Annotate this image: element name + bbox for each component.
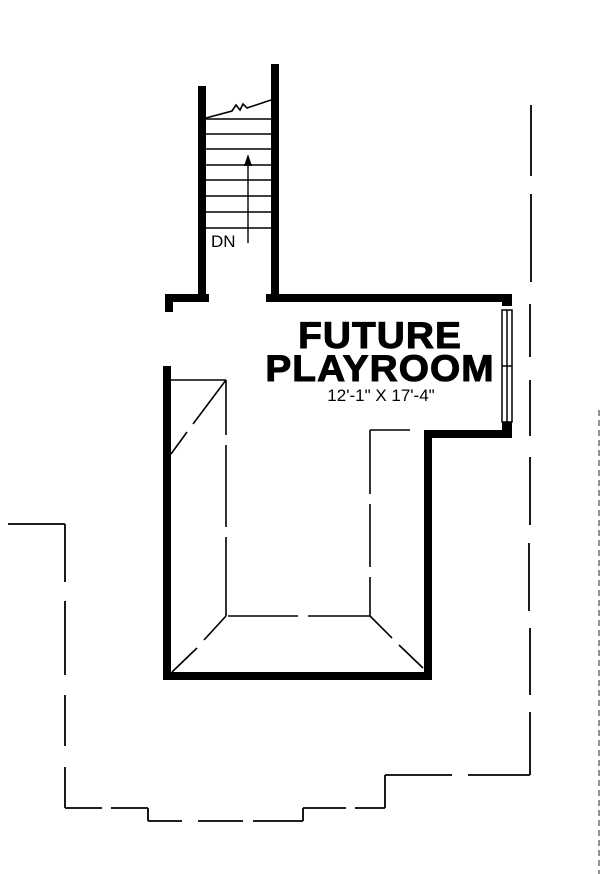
window xyxy=(501,309,513,423)
stair-direction-label: DN xyxy=(211,232,236,251)
room-dimensions: 12'-1" X 17'-4" xyxy=(327,386,435,405)
lower-floor-outline xyxy=(8,105,532,822)
ceiling-lines xyxy=(170,379,424,673)
room-name-line2: PLAYROOM xyxy=(265,348,495,389)
room-walls xyxy=(163,294,512,680)
stair-break-line xyxy=(205,99,272,119)
stair-treads xyxy=(206,118,271,229)
stair-arrow-icon xyxy=(244,154,252,243)
room-name-line1: FUTURE xyxy=(298,315,462,356)
